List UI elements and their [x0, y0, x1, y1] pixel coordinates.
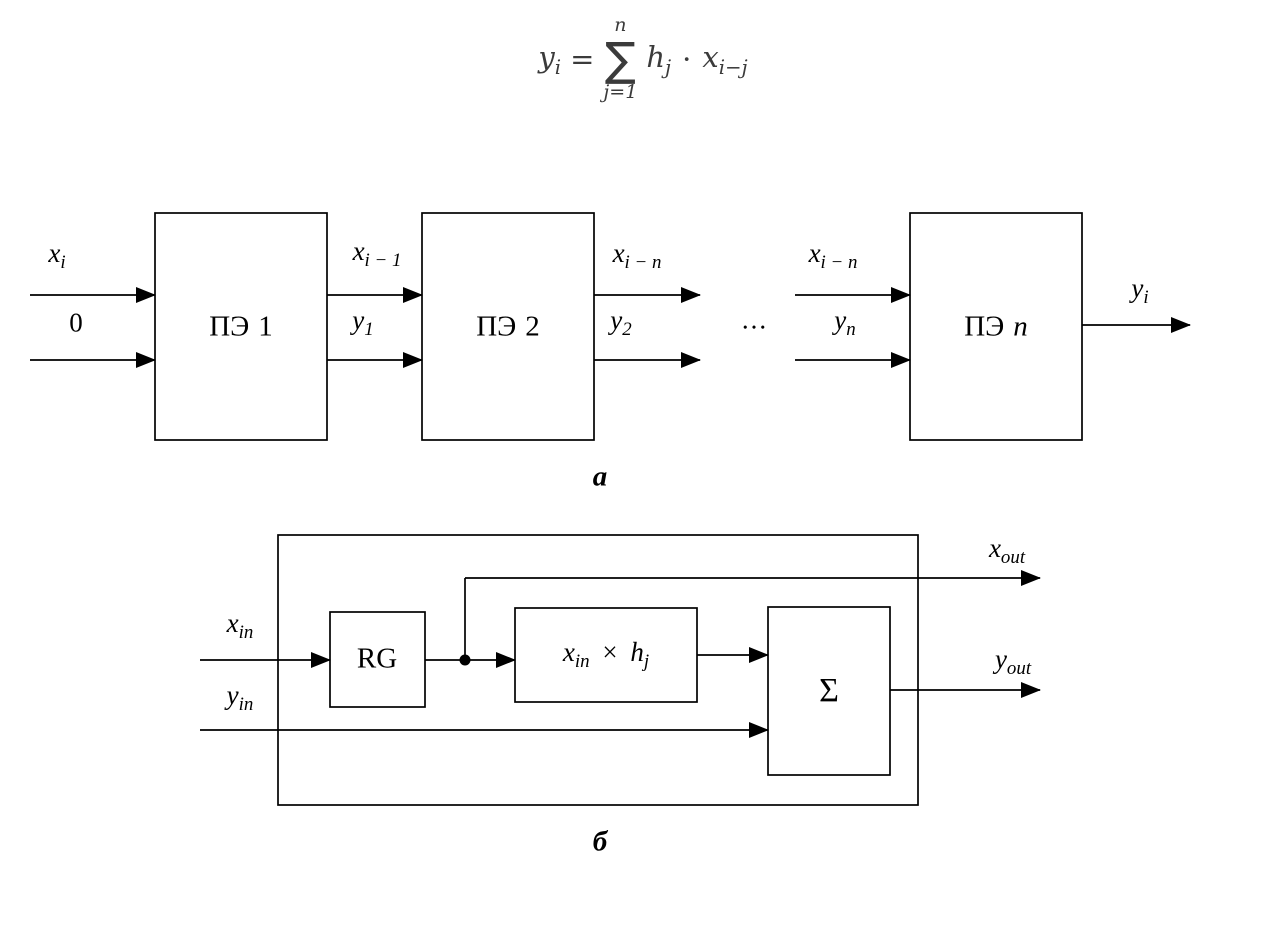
pe-outer-box: [277, 534, 919, 806]
sum-lower-limit: j=1: [603, 80, 638, 103]
pe1-box: [154, 212, 328, 441]
label-x-in: xin: [226, 607, 254, 644]
multiplier-label: xin × hj: [562, 636, 650, 673]
label-x-i: xi: [48, 237, 66, 274]
label-y-1: y1: [352, 304, 374, 341]
sigma-block-label: Σ: [819, 672, 839, 709]
label-y-i-out: yi: [1131, 272, 1149, 309]
label-x-i-n-in: xi − n: [808, 237, 858, 274]
convolution-formula: yi = n ∑ j=1 hj · xi−j: [0, 14, 1286, 103]
label-y-in: yin: [226, 679, 254, 716]
label-x-i-n-out: xi − n: [612, 237, 662, 274]
formula-multiply-dot: ·: [682, 42, 692, 77]
summation: n ∑ j=1: [603, 14, 638, 103]
label-y-2: y2: [610, 304, 632, 341]
branch-junction-dot: [459, 654, 471, 666]
times-sign: ×: [602, 636, 618, 667]
formula-lhs: yi: [538, 39, 562, 79]
caption-a: а: [592, 460, 608, 493]
label-x-out: xout: [988, 532, 1026, 569]
caption-b: б: [592, 825, 608, 858]
label-x-i-1: xi − 1: [352, 235, 402, 272]
sigma-symbol: ∑: [604, 31, 636, 86]
sigma-box: [767, 606, 891, 776]
formula-x-term: xi−j: [702, 39, 748, 79]
rg-label: RG: [356, 642, 398, 675]
formula-equals: =: [570, 42, 595, 77]
label-y-n: yn: [834, 304, 856, 341]
sum-upper-limit: n: [614, 14, 627, 36]
formula-h-term: hj: [646, 39, 672, 79]
pe2-box: [421, 212, 595, 441]
ellipsis: ...: [741, 304, 769, 335]
label-y-out: yout: [994, 643, 1032, 680]
label-zero: 0: [69, 307, 83, 338]
pen-box: [909, 212, 1083, 441]
